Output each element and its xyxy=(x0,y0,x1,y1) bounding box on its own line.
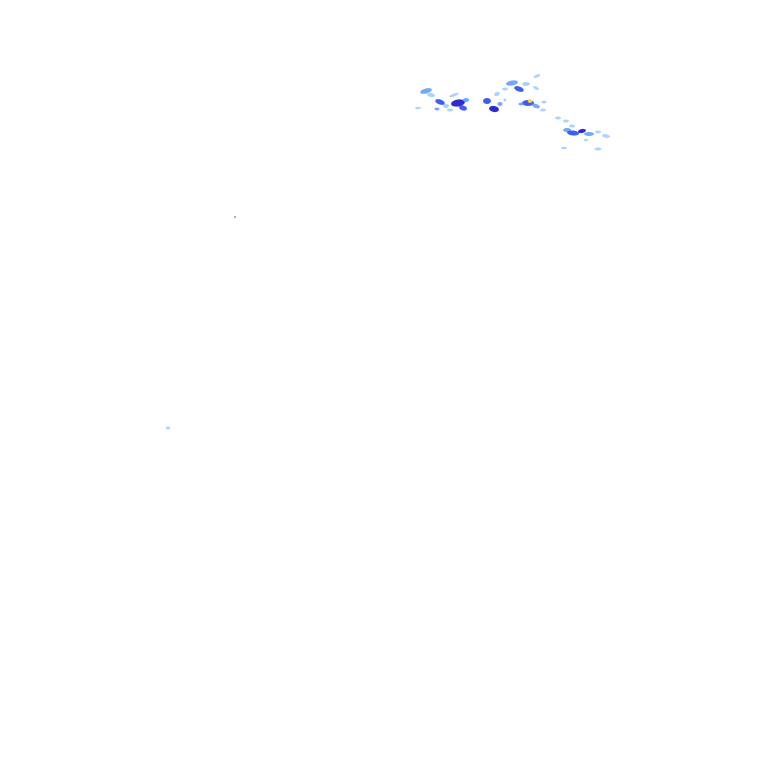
precipitation-echo-11 xyxy=(483,98,491,104)
precipitation-echo-8 xyxy=(447,108,453,112)
precipitation-echo-layer xyxy=(166,74,610,430)
precipitation-echo-22 xyxy=(527,99,533,103)
precipitation-echo-7 xyxy=(463,98,469,102)
precipitation-echo-10 xyxy=(434,107,440,111)
precipitation-echo-27 xyxy=(503,98,507,102)
precipitation-echo-15 xyxy=(502,87,508,91)
precipitation-echo-3 xyxy=(443,104,449,108)
precipitation-echo-17 xyxy=(514,86,524,92)
precipitation-echo-36 xyxy=(602,134,610,138)
precipitation-echo-19 xyxy=(533,74,541,78)
precipitation-echo-14 xyxy=(497,102,503,106)
precipitation-echo-34 xyxy=(584,132,594,136)
precipitation-echo-37 xyxy=(561,146,567,150)
precipitation-echo-33 xyxy=(578,128,586,134)
precipitation-echo-29 xyxy=(563,119,569,123)
precipitation-echo-23 xyxy=(518,102,524,106)
precipitation-echo-25 xyxy=(541,100,547,104)
precipitation-echo-40 xyxy=(166,426,170,430)
precipitation-echo-9 xyxy=(415,106,421,110)
precipitation-echo-28 xyxy=(555,116,561,120)
precipitation-echo-38 xyxy=(594,147,602,151)
precipitation-echo-30 xyxy=(569,124,575,128)
precipitation-echo-13 xyxy=(494,91,500,97)
precipitation-echo-2 xyxy=(435,99,445,105)
precipitation-echo-20 xyxy=(533,86,539,90)
precipitation-echo-6 xyxy=(459,105,467,111)
precipitation-echo-4 xyxy=(449,92,459,98)
precipitation-echo-26 xyxy=(540,108,546,112)
precipitation-echo-39 xyxy=(584,138,588,142)
precipitation-echo-1 xyxy=(427,92,435,98)
precipitation-echo-24 xyxy=(532,103,540,109)
precipitation-echo-18 xyxy=(522,82,530,86)
precipitation-echo-16 xyxy=(506,80,518,86)
precipitation-echo-41 xyxy=(234,216,236,218)
precipitation-echo-35 xyxy=(595,130,601,134)
precipitation-echo-0 xyxy=(420,88,432,94)
precipitation-echo-32 xyxy=(567,130,579,136)
precipitation-echo-12 xyxy=(489,105,499,113)
precipitation-echo-5 xyxy=(451,99,465,107)
